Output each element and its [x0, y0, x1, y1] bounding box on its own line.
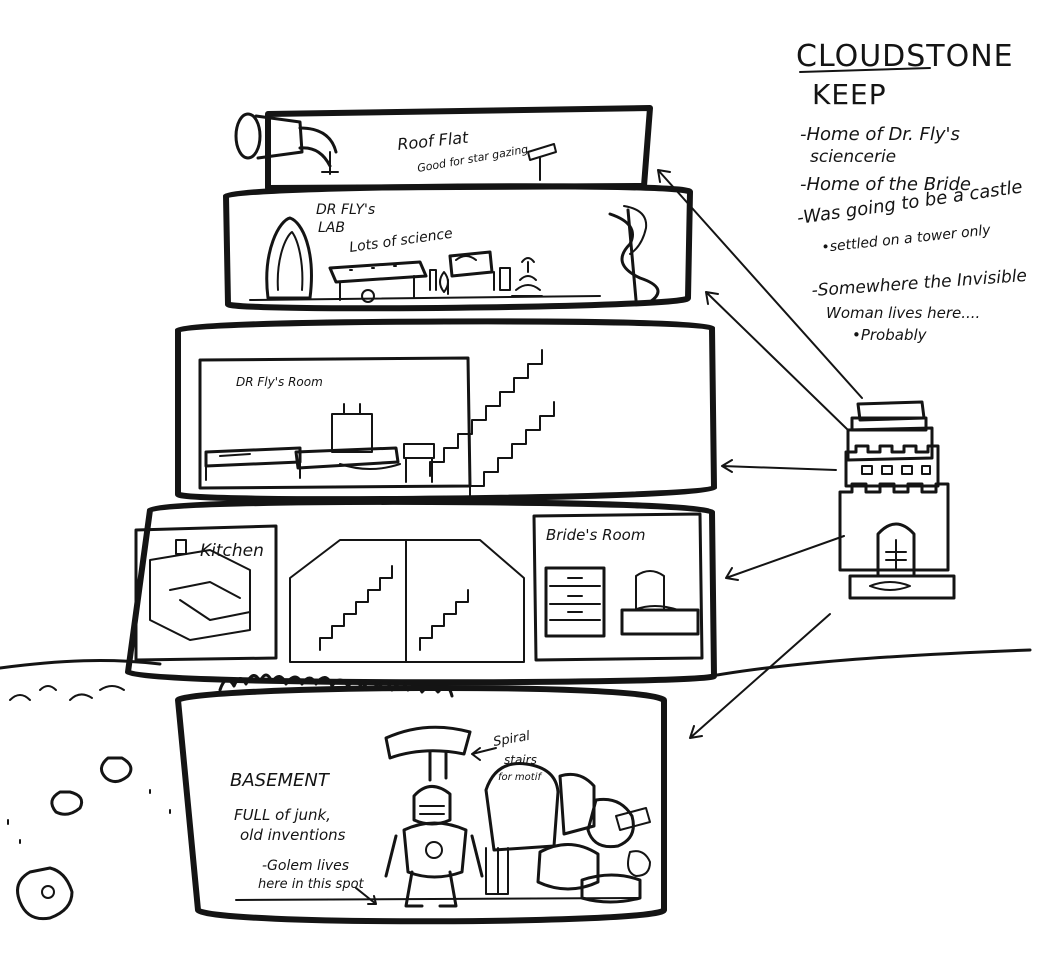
telescope-icon: [234, 112, 339, 175]
lab-name-2: LAB: [318, 220, 345, 236]
lab-equipment-icon: [429, 250, 511, 295]
basement-note-2: old inventions: [240, 826, 346, 844]
stairs-note-1: Spiral: [492, 729, 531, 750]
bride-room-name: Bride's Room: [546, 526, 645, 544]
golem-figure: [384, 785, 484, 908]
staircase-icon: [429, 349, 555, 501]
basement-name: BASEMENT: [230, 770, 331, 791]
kitchen-name: Kitchen: [200, 541, 264, 561]
annotation-arrows: [355, 747, 497, 905]
note-line-8: •Probably: [852, 326, 928, 344]
bed-icon: [204, 446, 302, 481]
ground-line: [0, 648, 1032, 701]
bed-icon: [620, 570, 700, 636]
brides-room: [532, 512, 704, 662]
level-arrows: [657, 169, 863, 739]
spiral-stair-top-icon: [384, 725, 472, 782]
lab-level: [223, 183, 693, 312]
mirror-icon: [265, 216, 313, 300]
rocks: [7, 756, 171, 921]
lab-table-icon: [328, 260, 428, 303]
fountain-icon: [511, 257, 543, 297]
basement-note-1: FULL of junk,: [234, 806, 331, 824]
lab-note: Lots of science: [348, 226, 453, 256]
note-line-6: -Somewhere the Invisible: [811, 266, 1028, 301]
dr-room-level: [174, 318, 717, 503]
note-line-7: Woman lives here....: [826, 304, 980, 322]
desk-icon: [294, 403, 401, 470]
note-line-3: -Home of the Bride: [800, 174, 971, 195]
golem-note-2: here in this spot: [258, 877, 365, 892]
title-line-2: KEEP: [812, 78, 887, 111]
kitchen-room: [134, 524, 278, 662]
ground-floor-level: [125, 498, 717, 686]
note-line-2: sciencerie: [810, 147, 896, 167]
note-line-5: •settled on a tower only: [821, 222, 992, 256]
tower-thumbnail: [838, 400, 956, 600]
junk-pile-icon: [484, 762, 651, 904]
dr-room-name: DR Fly's Room: [236, 375, 323, 389]
dresser-icon: [544, 566, 606, 638]
small-telescope-icon: [527, 143, 557, 181]
title-underline: [799, 67, 931, 73]
basement-level: [175, 684, 667, 925]
lab-name-1: DR FLY's: [316, 202, 375, 218]
golem-note-1: -Golem lives: [262, 858, 349, 874]
spiral-stair-pole-icon: [608, 205, 660, 304]
note-line-1: -Home of Dr. Fly's: [800, 124, 960, 145]
stairs-note-2: stairs: [504, 753, 537, 767]
stairs-note-3: for motif: [498, 772, 542, 783]
center-hallway: [289, 539, 525, 663]
roof-name: Roof Flat: [396, 128, 469, 154]
